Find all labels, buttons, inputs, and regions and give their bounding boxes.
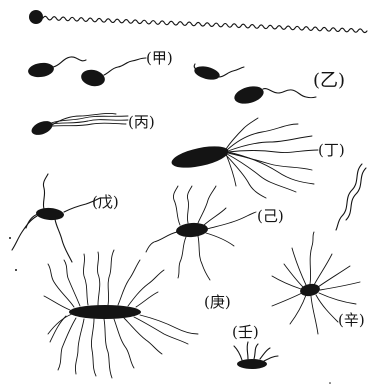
flagellum <box>104 319 112 378</box>
flagellum <box>228 136 312 151</box>
flagellum <box>124 318 162 354</box>
flagellum <box>227 124 298 150</box>
flagellum <box>128 270 164 306</box>
bacterium-wu: (戊) <box>12 174 119 262</box>
label-bing: (丙) <box>128 113 155 131</box>
flagellum <box>264 356 278 361</box>
flagellum <box>260 348 270 359</box>
speck <box>329 382 331 384</box>
cell-body <box>27 61 55 78</box>
label-ren: (壬) <box>232 323 259 341</box>
flagellum <box>146 232 177 252</box>
label-ding: (丁) <box>318 141 345 159</box>
flagellum <box>136 292 158 307</box>
bacterium-jia: (甲) <box>27 49 173 88</box>
cell-body <box>170 142 230 172</box>
spiral-organism <box>336 164 366 230</box>
cell-body <box>69 305 141 319</box>
flagellum <box>12 216 37 250</box>
flagellum <box>108 250 114 305</box>
flagellum <box>320 282 360 290</box>
flagellum <box>83 254 88 305</box>
scan-specks <box>9 237 331 384</box>
flagellum <box>118 260 140 305</box>
label-ji: (己) <box>257 207 284 225</box>
flagellum <box>310 232 314 284</box>
flagellum <box>254 344 258 359</box>
bacterium-unlabeled-top <box>29 10 367 33</box>
bacterium-xin: (辛) <box>272 232 365 334</box>
flagellum <box>194 64 196 69</box>
flagellum <box>272 293 302 306</box>
flagellum <box>55 219 72 262</box>
cell-body <box>80 68 107 89</box>
cell-body <box>176 222 209 238</box>
bacterium-ren: (壬) <box>232 323 278 369</box>
flagellum <box>43 174 48 209</box>
flagellum <box>187 186 192 223</box>
flagellum <box>227 154 296 192</box>
flagellum <box>206 233 234 246</box>
cell-body <box>36 207 65 221</box>
flagellum <box>219 67 244 77</box>
flagellum <box>52 123 126 126</box>
flagellum <box>247 342 248 359</box>
flagellum <box>226 118 258 149</box>
label-yi: (乙) <box>313 70 345 91</box>
flagellum <box>263 89 316 98</box>
bacterium-ding: (丁) <box>170 118 345 198</box>
spiral-strand <box>336 164 362 230</box>
flagellum <box>178 237 186 278</box>
label-wu: (戊) <box>92 193 119 211</box>
bacterium-bing: (丙) <box>30 113 155 138</box>
flagellum <box>290 295 306 324</box>
flagellum <box>228 150 318 153</box>
flagellum <box>53 57 86 67</box>
flagellum <box>204 208 226 225</box>
flagellum <box>75 319 84 374</box>
cell-body <box>29 10 43 24</box>
flagellum <box>173 186 180 225</box>
flagellum <box>64 260 80 306</box>
cell-body <box>299 282 321 297</box>
speck <box>9 237 11 239</box>
cell-body <box>237 359 267 369</box>
flagellum <box>272 276 301 289</box>
flagellum <box>311 296 318 334</box>
bacterium-ji: (己) <box>146 186 284 280</box>
flagellum <box>314 254 332 285</box>
cell-body <box>232 83 265 106</box>
label-xin: (辛) <box>338 311 365 329</box>
label-geng: (庚) <box>204 293 231 311</box>
flagellum <box>114 319 134 368</box>
flagellum <box>318 266 350 287</box>
flagellum <box>292 248 306 285</box>
flagellum <box>58 318 76 370</box>
flagellum <box>207 212 256 229</box>
flagellum <box>43 16 367 32</box>
flagellum <box>198 236 210 280</box>
flagellum <box>104 58 146 75</box>
flagellum <box>234 346 242 360</box>
flagellum <box>97 252 99 305</box>
bacterium-yi: (乙) <box>193 64 345 107</box>
flagellum <box>319 293 356 304</box>
flagellum <box>44 296 70 310</box>
cell-body <box>30 118 55 137</box>
flagellum <box>91 319 96 376</box>
label-jia: (甲) <box>146 49 173 67</box>
speck <box>15 269 17 271</box>
cell-body <box>193 64 221 82</box>
bacterium-geng: (庚) <box>44 250 231 378</box>
